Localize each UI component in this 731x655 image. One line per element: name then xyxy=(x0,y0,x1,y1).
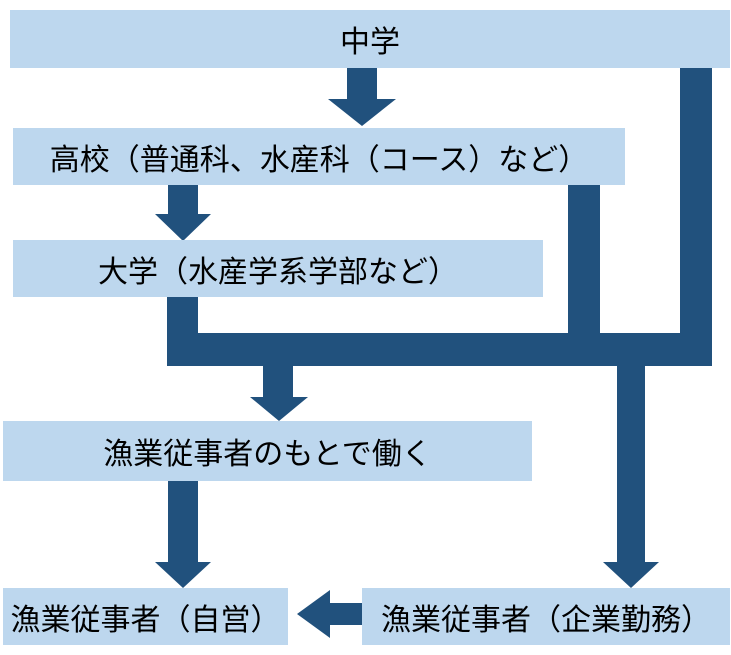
arrow-down-icon xyxy=(250,397,308,421)
node-koukou-label: 高校（普通科、水産科（コース）など） xyxy=(49,143,589,177)
arrow-koukou-to-daigaku-shaft xyxy=(168,184,198,215)
arrow-down-icon xyxy=(155,562,211,588)
arrow-junction-to-moto-shaft xyxy=(263,366,293,398)
node-kigyo-kinmu-label: 漁業従事者（企業勤務） xyxy=(381,603,711,637)
arrow-chugaku-to-koukou-shaft xyxy=(347,67,377,100)
connector-chugaku-drop-bar xyxy=(680,67,712,366)
arrow-left-icon xyxy=(297,590,330,638)
node-jiei-label: 漁業従事者（自営） xyxy=(10,603,281,637)
arrow-junction-to-kigyo-shaft xyxy=(617,366,645,563)
arrow-down-icon xyxy=(603,562,659,588)
node-moto-de-hataraku: 漁業従事者のもとで働く xyxy=(3,421,532,481)
node-daigaku: 大学（水産学系学部など） xyxy=(13,240,543,297)
node-kigyo-kinmu: 漁業従事者（企業勤務） xyxy=(362,588,730,645)
connector-koukou-drop-bar xyxy=(568,184,600,366)
node-moto-de-hataraku-label: 漁業従事者のもとで働く xyxy=(103,438,432,471)
arrow-down-icon xyxy=(328,99,396,126)
arrow-moto-to-jiei-shaft xyxy=(168,480,198,563)
node-chugaku-label: 中学 xyxy=(340,26,400,59)
node-daigaku-label: 大学（水産学系学部など） xyxy=(98,255,458,289)
arrow-kigyo-to-jiei-shaft xyxy=(330,603,362,625)
node-chugaku: 中学 xyxy=(10,10,730,68)
node-jiei: 漁業従事者（自営） xyxy=(3,588,288,645)
connector-junction-horizontal-bar xyxy=(167,333,712,366)
node-koukou: 高校（普通科、水産科（コース）など） xyxy=(13,128,625,185)
arrow-down-icon xyxy=(155,214,211,241)
